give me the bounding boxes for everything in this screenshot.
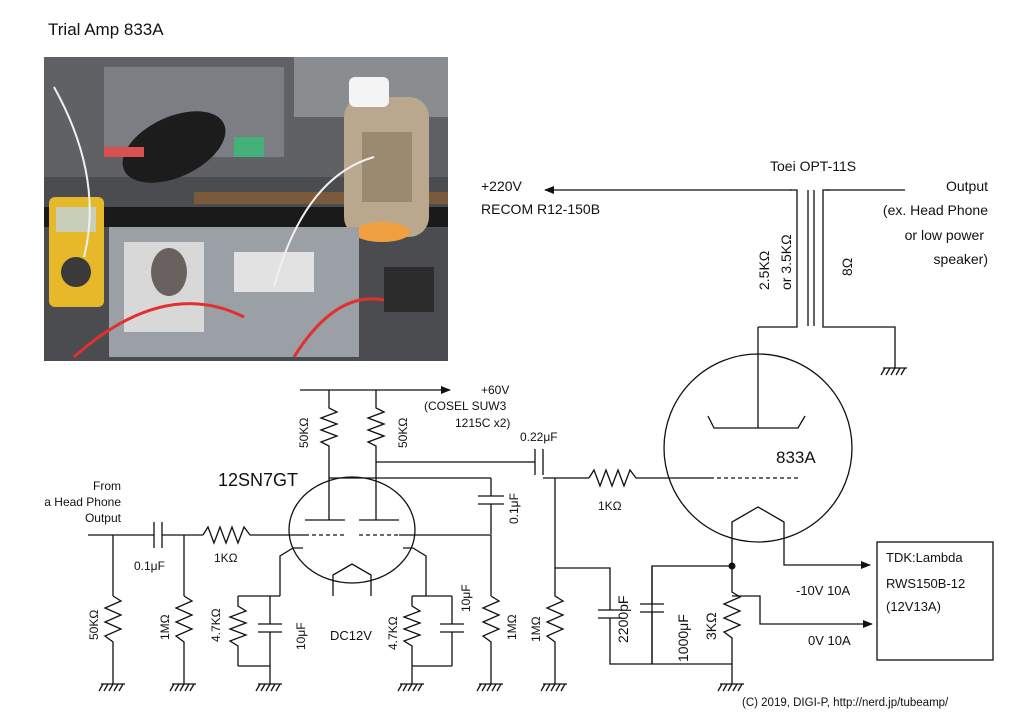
secondary-impedance: 8Ω <box>839 258 855 276</box>
833a-label: 833A <box>776 448 816 467</box>
b-plus-source-label: RECOM R12-150B <box>481 201 600 217</box>
primary-impedance-2: or 3.5KΩ <box>778 234 794 290</box>
cathode-resistor-2-label: 4.7KΩ <box>386 616 400 650</box>
ground-symbol <box>717 683 745 692</box>
neg10v-label: -10V 10A <box>796 583 851 598</box>
filament-neg10v-arrow <box>783 545 871 569</box>
amplifier-photo <box>44 57 448 361</box>
ground-symbol <box>169 683 197 692</box>
ground-symbol <box>255 683 283 692</box>
capacitor-2200pf <box>598 609 652 665</box>
input-shunt-label: 50KΩ <box>87 610 101 640</box>
input-shunt-resistor <box>103 595 123 684</box>
grid-stopper-resistor <box>588 468 710 488</box>
psu-label-3: (12V13A) <box>886 599 941 614</box>
ground-symbol <box>476 683 504 692</box>
copyright-text: (C) 2019, DIGI-P, http://nerd.jp/tubeamp… <box>742 697 949 709</box>
input-capacitor-label: 0.1μF <box>134 559 165 573</box>
plate-resistor-1 <box>319 390 339 478</box>
input-label-3: Output <box>85 511 122 525</box>
capacitor-1000uf-label: 1000μF <box>675 614 691 662</box>
input-grid-resistor <box>174 595 194 684</box>
psu-label-2: RWS150B-12 <box>886 576 965 591</box>
coupling-capacitor <box>534 449 544 475</box>
cathode-capacitor-2-label: 10μF <box>459 584 473 612</box>
ground-symbol <box>540 683 568 692</box>
supply-source-1: (COSEL SUW3 <box>424 399 507 413</box>
supply-60v-label: +60V <box>481 383 509 397</box>
b-plus-voltage-label: +220V <box>481 178 523 194</box>
input-grid-label: 1MΩ <box>158 614 172 640</box>
supply-source-2: 1215C x2) <box>455 416 510 430</box>
output-label-2: (ex. Head Phone <box>883 202 988 218</box>
coupling-capacitor-label: 0.22μF <box>520 430 558 444</box>
output-label-4: speaker) <box>934 251 988 267</box>
bypass-capacitor <box>478 495 504 505</box>
driver-grid-resistor-2-label: 1MΩ <box>505 614 519 640</box>
output-label-3: or low power <box>905 227 985 243</box>
833a-grid-resistor <box>545 568 565 684</box>
0v-label: 0V 10A <box>808 633 851 648</box>
833a-grid-resistor-label: 1MΩ <box>529 616 543 642</box>
plate-resistor-2 <box>366 390 386 462</box>
output-label-1: Output <box>946 178 988 194</box>
filament-0v-arrow <box>732 595 873 628</box>
page-title: Trial Amp 833A <box>48 20 164 39</box>
ground-symbol <box>880 367 908 376</box>
12sn7gt-tube <box>279 462 427 596</box>
833a-tube <box>663 353 853 545</box>
psu-box <box>876 541 994 661</box>
plate-resistor-2-label: 50KΩ <box>396 418 410 448</box>
psu-label-1: TDK:Lambda <box>886 550 963 565</box>
capacitor-2200pf-label: 2200pF <box>615 596 631 643</box>
input-series-resistor <box>202 525 258 545</box>
ground-symbol <box>98 683 126 692</box>
cathode-capacitor-1-label: 10μF <box>294 622 308 650</box>
capacitor-1000uf <box>640 566 664 664</box>
cathode-network-2 <box>402 595 464 684</box>
output-transformer <box>757 189 905 400</box>
heater-label: DC12V <box>330 628 372 643</box>
input-capacitor <box>153 522 163 548</box>
plate-resistor-1-label: 50KΩ <box>297 418 311 448</box>
primary-impedance-1: 2.5KΩ <box>756 251 772 290</box>
resistor-3k-label: 3KΩ <box>703 612 719 640</box>
grid-stopper-label: 1KΩ <box>598 499 622 513</box>
bypass-capacitor-label: 0.1μF <box>507 493 521 524</box>
driver-grid-resistor-2 <box>481 595 501 684</box>
driver-tube-label: 12SN7GT <box>218 470 298 490</box>
cathode-resistor-1-label: 4.7KΩ <box>209 608 223 642</box>
ground-symbol <box>397 683 425 692</box>
input-label-2: a Head Phone <box>44 495 121 509</box>
input-label-1: From <box>93 479 121 493</box>
transformer-label: Toei OPT-11S <box>770 158 856 174</box>
resistor-3k <box>652 566 742 684</box>
input-series-resistor-label: 1KΩ <box>214 551 238 565</box>
cathode-network-1 <box>228 595 282 684</box>
